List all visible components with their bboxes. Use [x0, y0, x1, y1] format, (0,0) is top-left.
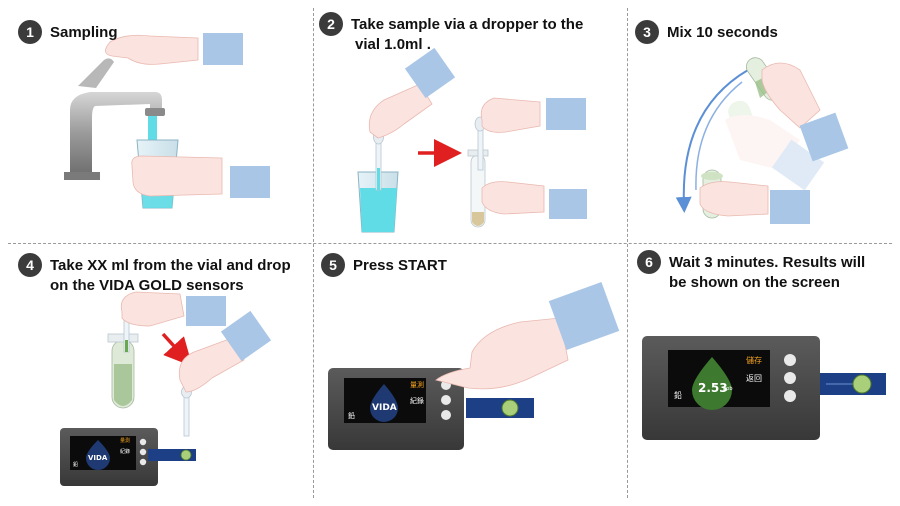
step-3: 3 Mix 10 seconds — [635, 20, 778, 44]
divider-vertical-left — [313, 8, 314, 498]
medium-device-corner-label: 鉛 — [348, 412, 355, 420]
sleeve-icon — [186, 296, 226, 326]
hand-bottom-icon — [699, 181, 810, 224]
sleeve-icon — [770, 190, 810, 224]
step-2: 2 Take sample via a dropper to the vial … — [319, 12, 583, 55]
hand-right-icon — [178, 310, 272, 393]
divider-horizontal — [8, 243, 892, 244]
large-device-corner-label: 鉛 — [674, 391, 682, 400]
step-label-line: on the VIDA GOLD sensors — [50, 277, 244, 294]
hand-pointing-icon — [435, 281, 620, 390]
step-label: Press START — [353, 256, 447, 276]
dropper-icon — [474, 116, 486, 171]
small-device-menu-record: 紀錄 — [120, 449, 131, 455]
sleeve-icon — [546, 98, 586, 130]
step-1: 1 Sampling — [18, 20, 118, 44]
sleeve-icon — [230, 166, 270, 198]
small-device-corner-label: 鉛 — [73, 462, 79, 468]
step-number-badge: 5 — [321, 253, 345, 277]
step-label: Wait 3 minutes. Results will be shown on… — [669, 253, 865, 293]
panel-2-dropper-art — [357, 47, 587, 233]
device-medium-icon — [328, 368, 534, 450]
hand-dropper-icon — [480, 97, 586, 133]
ghost-hand-icon — [725, 100, 825, 191]
result-unit: ppb — [723, 386, 733, 392]
step-4: 4 Take XX ml from the vial and drop on t… — [18, 253, 291, 296]
hand-vial-icon — [481, 181, 587, 219]
medium-device-logo: VIDA — [372, 403, 397, 413]
small-device-menu-measure: 量測 — [120, 438, 131, 444]
step-6: 6 Wait 3 minutes. Results will be shown … — [637, 250, 865, 293]
step-label-line: be shown on the screen — [669, 274, 840, 291]
vial-icon — [107, 333, 139, 409]
step-label: Take sample via a dropper to the vial 1.… — [351, 15, 583, 55]
panel-4-drop-art — [60, 291, 272, 486]
step-number-badge: 6 — [637, 250, 661, 274]
step-number-badge: 1 — [18, 20, 42, 44]
step-5: 5 Press START — [321, 253, 447, 277]
panel-6-results-art — [642, 336, 886, 440]
sleeve-icon — [203, 33, 243, 65]
arrow-down-right-icon — [161, 332, 193, 367]
small-device-logo: VIDA — [88, 454, 108, 462]
large-device-menu-back: 返回 — [746, 374, 762, 383]
step-label-line: Press START — [353, 257, 447, 274]
panel-3-mix-art — [675, 57, 849, 224]
medium-device-menu-record: 紀錄 — [410, 397, 424, 405]
step-number-badge: 4 — [18, 253, 42, 277]
sleeve-icon — [404, 47, 456, 99]
divider-vertical-right — [627, 8, 628, 498]
step-number-badge: 3 — [635, 20, 659, 44]
step-label: Take XX ml from the vial and drop on the… — [50, 256, 291, 296]
sleeve-icon — [549, 189, 587, 219]
water-stream — [148, 116, 157, 158]
hand-left-icon — [120, 291, 226, 327]
hand-top-icon — [761, 62, 849, 162]
glass-icon — [357, 171, 399, 233]
step-number-badge: 2 — [319, 12, 343, 36]
hand-top-icon — [105, 33, 243, 65]
faucet-icon — [64, 58, 165, 180]
rotate-arrow-icon — [675, 69, 749, 213]
device-small-icon — [60, 428, 196, 486]
step-label-line: Wait 3 minutes. Results will — [669, 254, 866, 271]
hand-left-icon — [368, 47, 456, 139]
device-large-icon — [642, 336, 886, 440]
step-label-line: Mix 10 seconds — [667, 24, 778, 41]
dropper-icon — [181, 385, 192, 437]
sleeve-icon — [799, 112, 849, 162]
step-label-line: Sampling — [50, 24, 118, 41]
step-label: Sampling — [50, 23, 118, 43]
large-device-menu-save: 儲存 — [746, 356, 762, 365]
step-label: Mix 10 seconds — [667, 23, 778, 43]
step-label-line: Take XX ml from the vial and drop — [50, 257, 291, 274]
hand-bottom-icon — [131, 155, 270, 198]
panel-1-sampling-art — [64, 33, 270, 209]
sleeve-icon — [548, 281, 620, 351]
result-value: 2.53 — [698, 381, 728, 395]
sleeve-icon — [220, 310, 272, 362]
step-label-line: vial 1.0ml . — [355, 36, 431, 53]
step-label-line: Take sample via a dropper to the — [351, 16, 584, 33]
medium-device-menu-measure: 量測 — [410, 381, 424, 389]
panel-5-press-art — [328, 281, 620, 450]
